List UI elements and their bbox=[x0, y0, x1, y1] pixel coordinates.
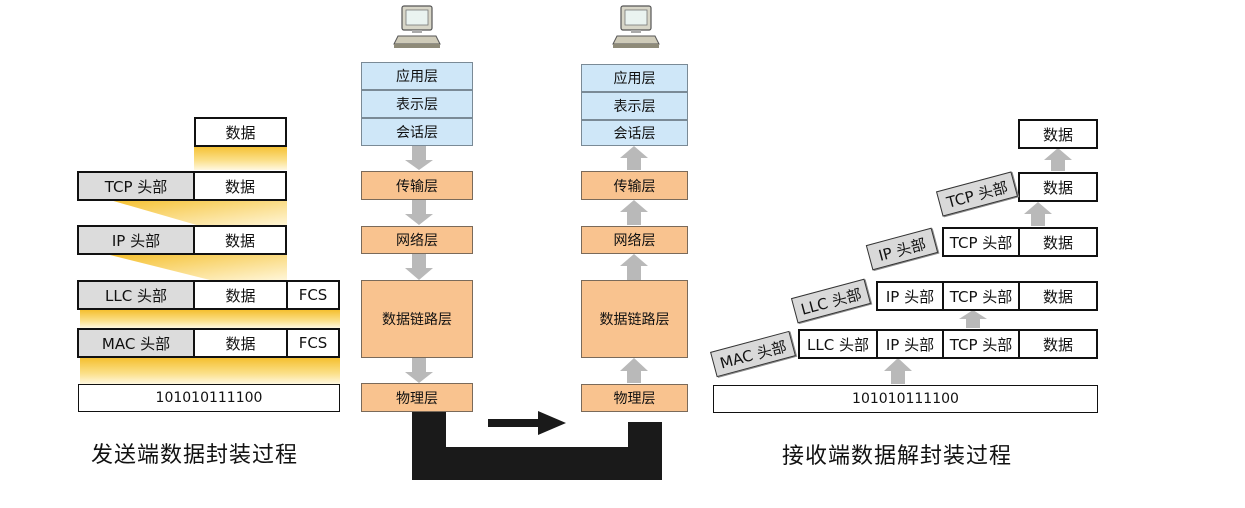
transmission-cable bbox=[412, 412, 662, 480]
layer-transport: 传输层 bbox=[361, 171, 473, 200]
sender-caption: 发送端数据封装过程 bbox=[91, 443, 299, 468]
encap-gradient-3 bbox=[110, 255, 287, 280]
layer-data-link: 数据链路层 bbox=[581, 280, 688, 358]
arrow-down bbox=[405, 146, 433, 170]
computer-icon bbox=[393, 5, 441, 48]
layer-physical: 物理层 bbox=[361, 383, 473, 412]
layer-session: 会话层 bbox=[581, 120, 688, 146]
encap-gradient-5 bbox=[80, 358, 340, 384]
data-cell: 数据 bbox=[193, 171, 287, 201]
arrow-down bbox=[405, 358, 433, 383]
left-stack-arrows bbox=[405, 146, 433, 383]
llc-header-cell: LLC 头部 bbox=[798, 329, 878, 359]
computer-icon bbox=[612, 5, 660, 48]
layer-data-link: 数据链路层 bbox=[361, 280, 473, 358]
data-cell: 数据 bbox=[193, 328, 288, 358]
layer-application: 应用层 bbox=[361, 62, 473, 90]
tcp-header-cell: TCP 头部 bbox=[77, 171, 195, 201]
fcs-cell: FCS bbox=[286, 328, 340, 358]
data-cell: 数据 bbox=[1018, 329, 1098, 359]
arrow-up bbox=[1024, 202, 1052, 226]
arrow-up bbox=[620, 254, 648, 280]
mac-header-cell: MAC 头部 bbox=[77, 328, 195, 358]
bitstream-cell: 101010111100 bbox=[78, 384, 340, 412]
ip-header-cell: IP 头部 bbox=[876, 329, 944, 359]
data-cell: 数据 bbox=[1018, 227, 1098, 257]
arrow-up bbox=[620, 146, 648, 170]
tcp-header-cell: TCP 头部 bbox=[942, 227, 1020, 257]
ip-header-cell: IP 头部 bbox=[876, 281, 944, 311]
arrow-up bbox=[959, 310, 987, 328]
layer-network: 网络层 bbox=[581, 226, 688, 254]
arrow-up bbox=[620, 200, 648, 225]
layer-presentation: 表示层 bbox=[361, 90, 473, 118]
data-cell: 数据 bbox=[1018, 172, 1098, 202]
layer-transport: 传输层 bbox=[581, 171, 688, 200]
ip-header-cell: IP 头部 bbox=[77, 225, 195, 255]
data-cell: 数据 bbox=[193, 225, 287, 255]
tcp-header-cell: TCP 头部 bbox=[942, 281, 1020, 311]
arrow-up bbox=[620, 358, 648, 383]
layer-application: 应用层 bbox=[581, 64, 688, 92]
encap-gradient-2 bbox=[110, 200, 287, 226]
arrow-down bbox=[405, 254, 433, 280]
encap-gradient-4 bbox=[80, 310, 340, 328]
data-cell: 数据 bbox=[1018, 119, 1098, 149]
data-cell: 数据 bbox=[194, 117, 287, 147]
fcs-cell: FCS bbox=[286, 280, 340, 310]
arrow-up bbox=[1044, 148, 1072, 171]
receiver-caption: 接收端数据解封装过程 bbox=[782, 444, 1013, 469]
layer-session: 会话层 bbox=[361, 118, 473, 146]
layer-network: 网络层 bbox=[361, 226, 473, 254]
data-cell: 数据 bbox=[1018, 281, 1098, 311]
transmission-arrow bbox=[488, 411, 566, 435]
encap-gradient-1 bbox=[194, 146, 287, 170]
right-stack-arrows bbox=[620, 146, 648, 383]
layer-physical: 物理层 bbox=[581, 384, 688, 412]
llc-header-cell: LLC 头部 bbox=[77, 280, 195, 310]
receiver-arrows bbox=[884, 148, 1072, 384]
tcp-header-cell: TCP 头部 bbox=[942, 329, 1020, 359]
bitstream-cell: 101010111100 bbox=[713, 385, 1098, 413]
data-cell: 数据 bbox=[193, 280, 288, 310]
layer-presentation: 表示层 bbox=[581, 92, 688, 120]
arrow-down bbox=[405, 200, 433, 225]
arrow-up bbox=[884, 358, 912, 384]
